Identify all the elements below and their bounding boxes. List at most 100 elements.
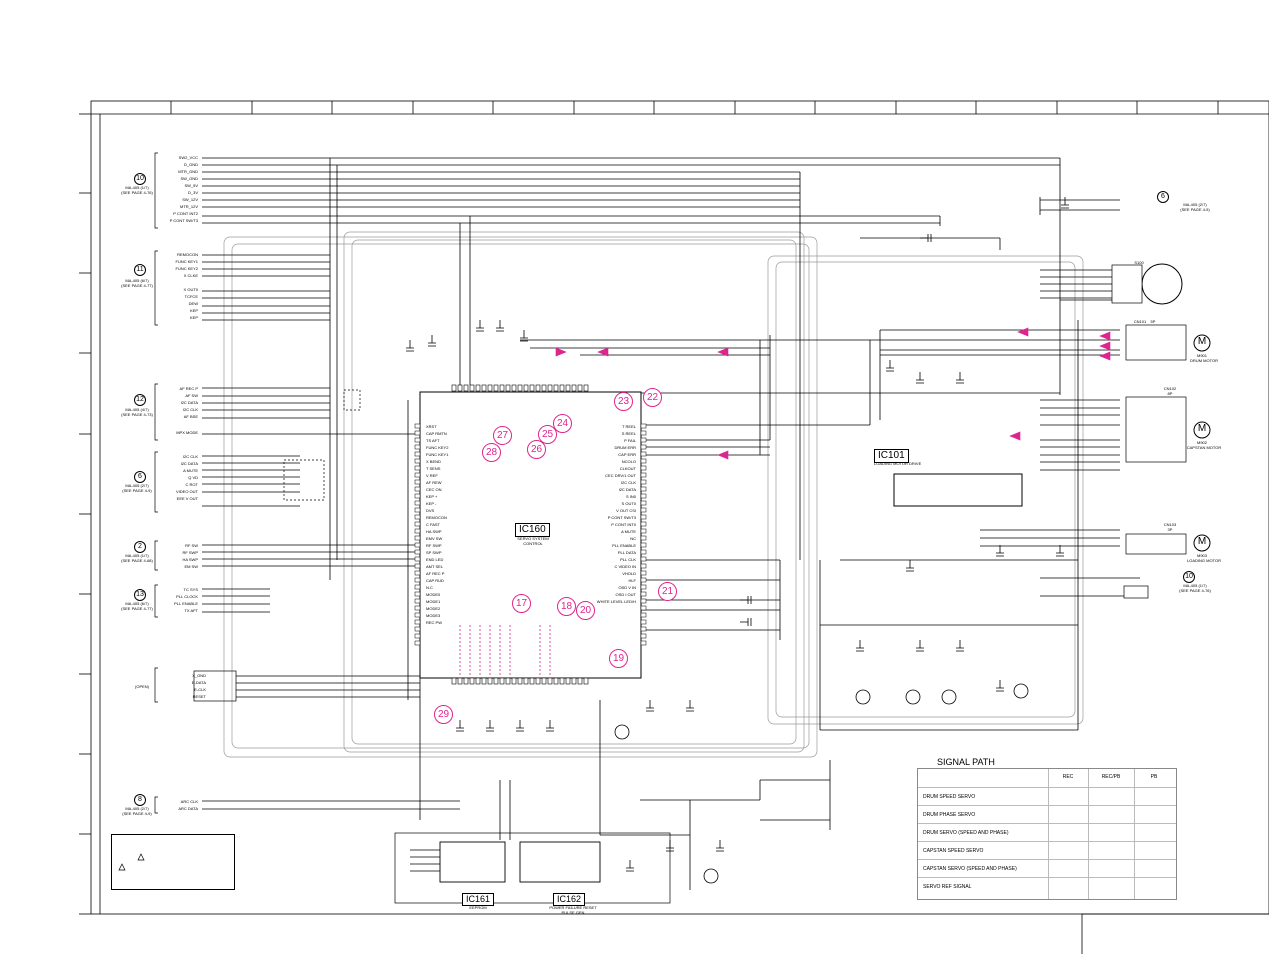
pin-label: RF SWP [426, 543, 442, 548]
ref-circle: 12 [134, 394, 146, 406]
pin-label: I2C CLK [620, 480, 636, 485]
test-point-29: 29 [434, 705, 453, 724]
ic161-ic162-body [394, 832, 671, 904]
legend-row: DRUM PHASE SERVO [918, 805, 1176, 824]
pin-label: XRST [426, 424, 437, 429]
internal-routing [329, 158, 1140, 890]
grey-routing-boxes [223, 231, 1084, 758]
pin-label: V REF [426, 473, 438, 478]
test-point-18: 18 [557, 597, 576, 616]
ic162-desc: POWER FAILURE RESET PULSE GEN [549, 905, 597, 915]
ref-line: (SEE PAGE 4-73) [121, 412, 153, 417]
test-point-28: 28 [482, 443, 501, 462]
ref-line: MA-405 (6/7) [125, 601, 149, 606]
ic160-right-pin-labels: T REEL S REEL P FAIL DRUM ERR CAP ERR NC… [574, 423, 636, 605]
legend-col-pb: PB [1150, 774, 1158, 780]
pin-label: TCFCE [184, 294, 198, 299]
pin-label: DEW [188, 301, 198, 306]
legend-row: SERVO REF SIGNAL [918, 877, 1176, 896]
test-point-20: 20 [576, 601, 595, 620]
legend-col-divider [1088, 769, 1089, 899]
m902-ref: M902 [1196, 440, 1207, 445]
pin-label: MTR_GND [178, 169, 198, 174]
cn101-pins: 5P [1150, 319, 1156, 324]
pin-label: RESET [192, 694, 206, 699]
ref-line: MA-405 (2/7) [125, 806, 149, 811]
ic160-left-pin-labels: XRST CAP RMTN TS AFT FUNC KEY2 FUNC KEY1… [426, 423, 476, 626]
pin-label: CLKOUT [619, 466, 636, 471]
pin-label: REMOCON [177, 252, 198, 257]
left-pins-group3: AF REC P AF SW I2C DATA I2C CLK AF BSE M… [130, 385, 198, 436]
legend-row-label: DRUM SPEED SERVO [923, 794, 976, 800]
pin-label: FUNC KEY2 [175, 266, 198, 271]
m903-ref: M903 [1196, 553, 1207, 558]
pin-label: I2C DATA [180, 400, 198, 405]
ic160-label: IC160 [515, 523, 550, 537]
pin-label: X OUT0 [183, 287, 198, 292]
pin-label: MTR_12V [179, 204, 198, 209]
left-connector-brackets [154, 152, 361, 814]
cn103-pins: 3P [1167, 527, 1173, 532]
pin-label: MPX MODE [176, 430, 198, 435]
legend-row-label: DRUM PHASE SERVO [923, 812, 976, 818]
test-point-27: 27 [493, 426, 512, 445]
pin-label: FUNC KEY1 [175, 259, 198, 264]
ref-circle: 13 [134, 589, 146, 601]
pin-label: EMV SW [426, 536, 443, 541]
pin-label: REMOCON [426, 515, 447, 520]
pin-label: TS AFT [426, 438, 440, 443]
ref-circle: 10 [1183, 571, 1195, 583]
ref-line: (SEE PAGE 4-9) [1180, 207, 1210, 212]
pin-label: T REEL [622, 424, 636, 429]
legend-row: DRUM SERVO (SPEED AND PHASE) [918, 823, 1176, 842]
pin-label: KEP - [426, 501, 437, 506]
ref-line: (SEE PAGE 4-76) [121, 190, 153, 195]
pin-label: I2C CLK [182, 454, 198, 459]
pin-label: WHITE LEVEL LED/H [596, 599, 636, 604]
pin-label: X_GND [192, 673, 206, 678]
test-point-17: 17 [512, 594, 531, 613]
pin-label: NCOLO [621, 459, 636, 464]
test-point-21: 21 [658, 582, 677, 601]
ref-note: MA-405 (2/7)(SEE PAGE 4-9) [112, 483, 162, 493]
pin-label: EM SW [184, 564, 198, 569]
pin-label: DRUM ERR [614, 445, 636, 450]
pin-label: AMT SEL [426, 564, 444, 569]
ref-circle: 8 [134, 794, 146, 806]
test-point-25: 25 [538, 425, 557, 444]
pin-label: S REEL [621, 431, 636, 436]
pin-label: HLF [628, 578, 636, 583]
pin-label: END LED [426, 557, 444, 562]
cn102-pins: 8P [1167, 391, 1173, 396]
legend-col-rec: REC [1062, 774, 1074, 780]
test-point-23: 23 [614, 392, 633, 411]
pin-label: SP SWP [426, 550, 442, 555]
pin-label: VHOLD [622, 571, 636, 576]
passive-components [406, 197, 1069, 872]
m903-desc: LOADING MOTOR [1187, 558, 1221, 563]
pin-label: DVS [426, 508, 435, 513]
ref-line: MA-405 (6/7) [125, 278, 149, 283]
pin-label: CEC DRV/1 OUT [605, 473, 636, 478]
pin-label: X BEND [426, 459, 441, 464]
ic160-right-pins [414, 423, 647, 646]
pin-label: N.C [426, 585, 433, 590]
pin-label: P CONT INT0 [611, 522, 636, 527]
legend-row-label: CAPSTAN SPEED SERVO [923, 848, 984, 854]
test-point-22: 22 [643, 388, 662, 407]
warning-icon [118, 853, 145, 871]
ref-line: (SEE PAGE 4-77) [121, 283, 153, 288]
ref-line: (SEE PAGE 4-68) [121, 558, 153, 563]
pin-label: KEP [189, 308, 198, 313]
transistors [614, 683, 1029, 884]
ref-note: MA-405 (4/7)(SEE PAGE 4-73) [112, 407, 162, 417]
pin-label: SW2_VCC [178, 155, 198, 160]
pin-label: SW_12V [182, 197, 198, 202]
pin-label: CEC ON [426, 487, 442, 492]
m902-desc: CAPSTAN MOTOR [1186, 445, 1222, 450]
pin-label: PLL CLK [620, 557, 636, 562]
ref-line: MA-405 (1/7) [125, 185, 149, 190]
left-pins-group6: TC SYS PLL CLOCK PLL ENABLE TX AFT [130, 586, 198, 614]
ref-circle: 10 [134, 173, 146, 185]
